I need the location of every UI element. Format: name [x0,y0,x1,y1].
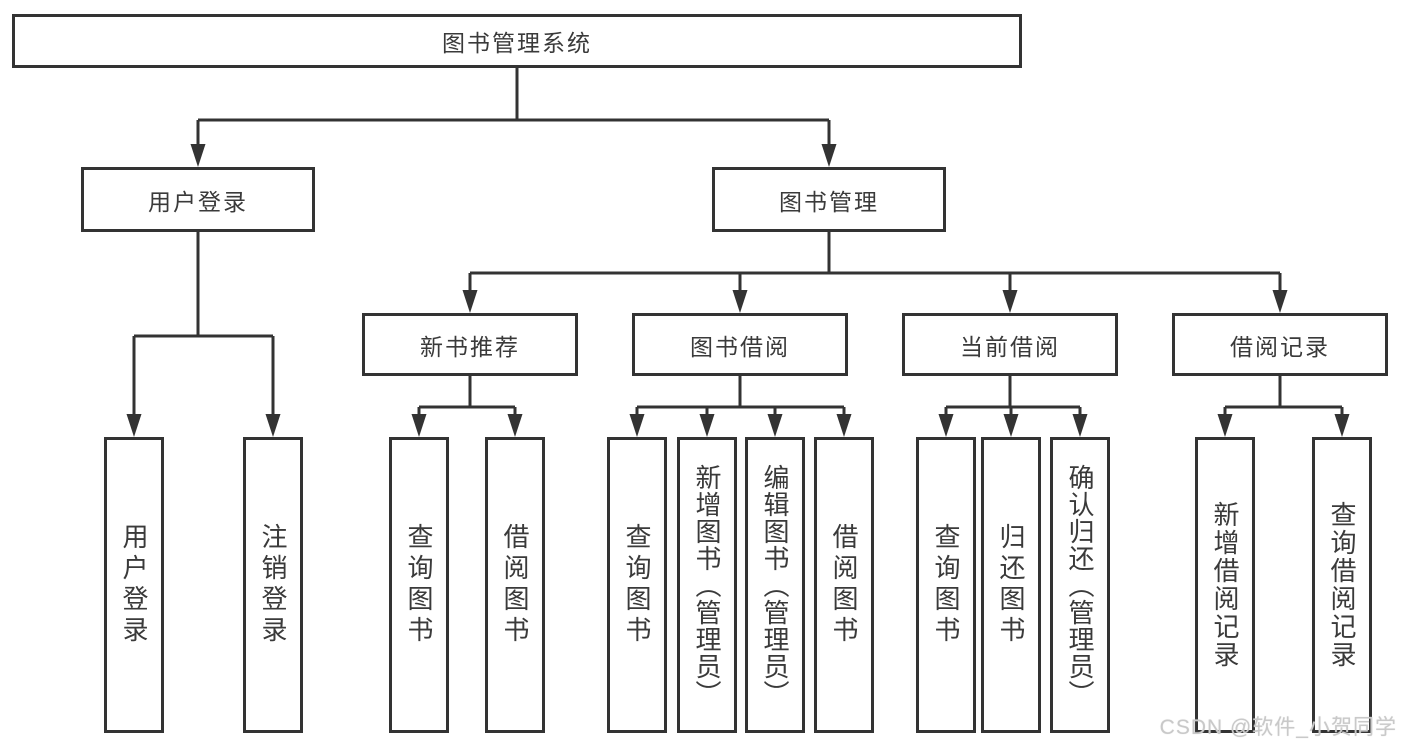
leaf-query-books-current: 查询图书 [916,437,976,733]
leaf-user-login: 用户登录 [104,437,164,733]
leaf-confirm-return-admin: 确认归还（管理员） [1050,437,1110,733]
leaf-borrow-books-recommend: 借阅图书 [485,437,545,733]
node-book-management-module: 图书管理 [712,167,946,232]
node-current-borrowing: 当前借阅 [902,313,1118,376]
node-book-borrowing: 图书借阅 [632,313,848,376]
leaf-query-books-recommend: 查询图书 [389,437,449,733]
csdn-watermark: CSDN @软件_小贺同学 [1159,716,1397,739]
leaf-query-borrow-record: 查询借阅记录 [1312,437,1372,733]
leaf-add-borrow-record: 新增借阅记录 [1195,437,1255,733]
leaf-query-books-borrow: 查询图书 [607,437,667,733]
leaf-return-books: 归还图书 [981,437,1041,733]
node-root-system: 图书管理系统 [12,14,1022,68]
leaf-add-books-admin: 新增图书（管理员） [677,437,737,733]
leaf-logout: 注销登录 [243,437,303,733]
node-new-book-recommend: 新书推荐 [362,313,578,376]
node-borrowing-records: 借阅记录 [1172,313,1388,376]
leaf-edit-books-admin: 编辑图书（管理员） [745,437,805,733]
node-user-login-module: 用户登录 [81,167,315,232]
leaf-borrow-books: 借阅图书 [814,437,874,733]
